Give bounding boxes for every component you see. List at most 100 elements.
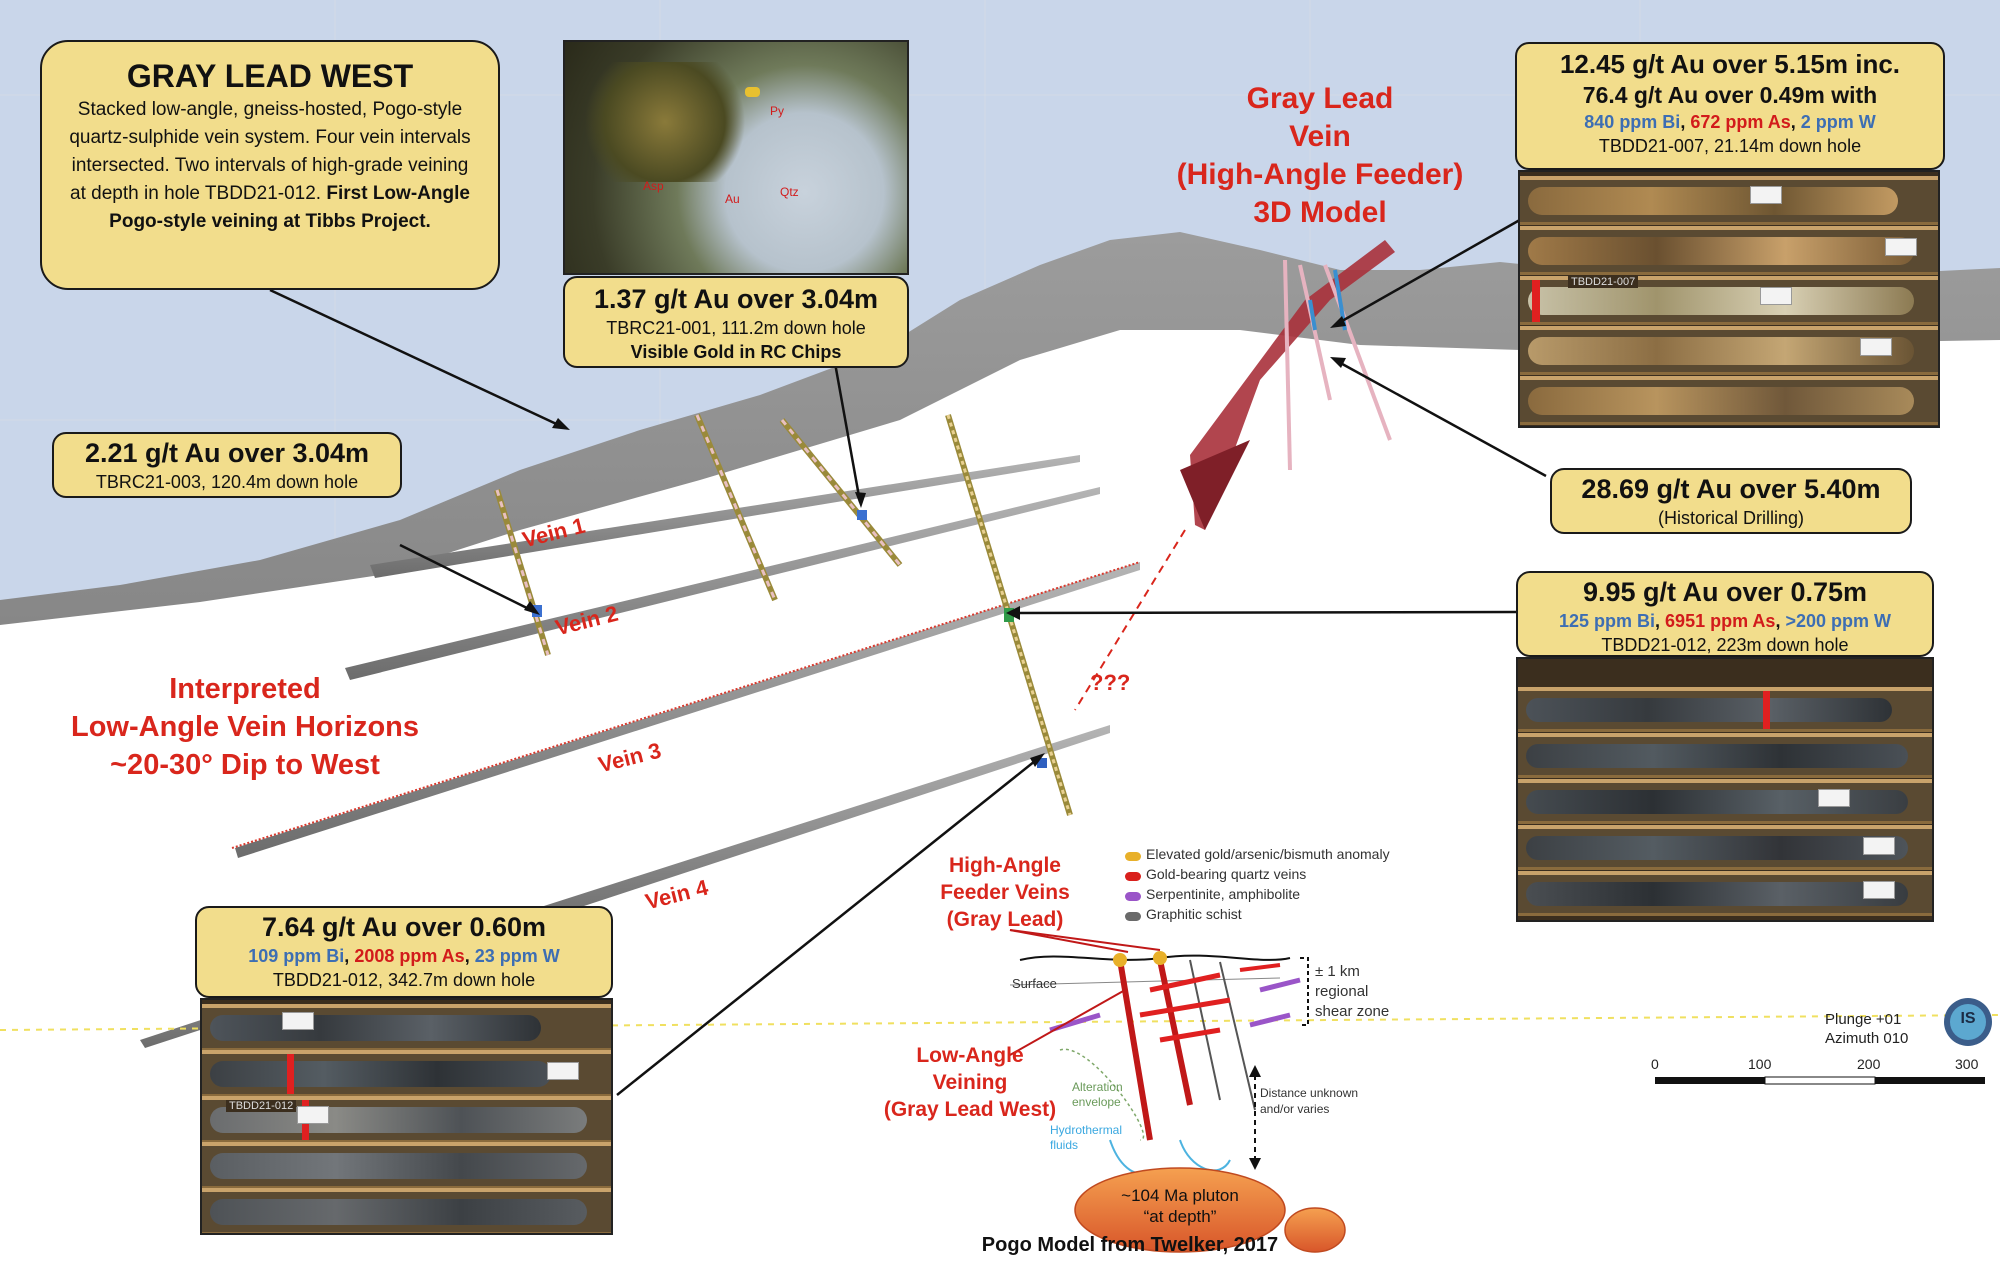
high-angle-feeder-label: High-Angle Feeder Veins (Gray Lead)	[910, 852, 1100, 933]
high-angle-line3: (Gray Lead)	[946, 908, 1064, 931]
callout-tbdd21-012-223m-as: 6951 ppm As	[1665, 611, 1776, 631]
core-photo-tbdd21-012-lower: TBDD21-012	[200, 998, 613, 1235]
shear-zone-line2: regional	[1315, 983, 1369, 1000]
shear-zone-line3: shear zone	[1315, 1003, 1390, 1020]
callout-tbdd21-007-as: 672 ppm As	[1690, 112, 1791, 132]
scale-tick-100: 100	[1748, 1056, 1772, 1072]
low-angle-line2: Veining	[932, 1071, 1008, 1094]
callout-tbdd21-007-head1: 12.45 g/t Au over 5.15m inc.	[1559, 49, 1901, 79]
callout-tbdd21-012-342m-as: 2008 ppm As	[354, 946, 465, 966]
distance-line2: and/or varies	[1260, 1102, 1330, 1116]
pogo-model-graphic	[1009, 929, 1346, 1253]
callout-tbdd21-007-w: 2 ppm W	[1800, 112, 1876, 132]
section-body	[0, 330, 2000, 1090]
alteration-line1: Alteration	[1072, 1080, 1123, 1094]
hydrothermal-line2: fluids	[1050, 1138, 1079, 1152]
callout-tbrc21-003-line1: TBRC21-003, 120.4m down hole	[95, 472, 359, 492]
legend-graphitic-schist: Graphitic schist	[1146, 906, 1242, 922]
scale-tick-300: 300	[1955, 1056, 1979, 1072]
callout-tbdd21-012-223m-line: TBDD21-012, 223m down hole	[1601, 635, 1849, 655]
pluton-line2: “at depth”	[1143, 1207, 1217, 1226]
photo-label-qtz: Qtz	[780, 185, 799, 199]
interpreted-line2: Low-Angle Vein Horizons	[70, 711, 419, 743]
alteration-line2: envelope	[1072, 1095, 1121, 1109]
low-angle-veining-label: Low-Angle Veining (Gray Lead West)	[870, 1042, 1070, 1123]
callout-tbrc21-001: 1.37 g/t Au over 3.04m TBRC21-001, 111.2…	[563, 276, 909, 368]
leader-lines	[269, 215, 1547, 1096]
scale-logo-text: IS	[1960, 1010, 1976, 1027]
shear-zone-line1: ± 1 km	[1315, 963, 1360, 980]
hydrothermal-label: Hydrothermal fluids	[1050, 1123, 1122, 1153]
callout-tbrc21-001-head: 1.37 g/t Au over 3.04m	[593, 284, 879, 314]
callout-tbdd21-007-bi: 840 ppm Bi	[1584, 112, 1681, 132]
callout-tbdd21-012-342m: 7.64 g/t Au over 0.60m 109 ppm Bi, 2008 …	[195, 906, 613, 998]
callout-tbdd21-007: 12.45 g/t Au over 5.15m inc. 76.4 g/t Au…	[1515, 42, 1945, 170]
interpreted-line1: Interpreted	[169, 673, 321, 705]
legend-gold-veins: Gold-bearing quartz veins	[1146, 866, 1307, 882]
main-callout: GRAY LEAD WEST Stacked low-angle, gneiss…	[40, 40, 500, 290]
legend-gold-anomaly: Elevated gold/arsenic/bismuth anomaly	[1146, 846, 1390, 862]
scale-tick-200: 200	[1857, 1056, 1881, 1072]
distance-line1: Distance unknown	[1260, 1086, 1359, 1100]
low-angle-line1: Low-Angle	[916, 1044, 1024, 1067]
callout-historical-head: 28.69 g/t Au over 5.40m	[1581, 474, 1881, 504]
callout-tbdd21-012-342m-w: 23 ppm W	[474, 946, 560, 966]
feeder-vein-model	[1180, 240, 1395, 530]
legend-serpentinite: Serpentinite, amphibolite	[1146, 886, 1301, 902]
core-photo-tbdd21-007: TBDD21-007	[1518, 170, 1940, 428]
core-photo-tbdd21-012-upper	[1516, 657, 1934, 922]
distance-label: Distance unknown and/or varies	[1260, 1085, 1358, 1117]
low-angle-line3: (Gray Lead West)	[883, 1098, 1057, 1121]
hydrothermal-line1: Hydrothermal	[1050, 1123, 1123, 1137]
core-photo-tbdd21-007-label: TBDD21-007	[1568, 276, 1639, 288]
callout-tbdd21-012-223m-w: >200 ppm W	[1785, 611, 1891, 631]
pogo-model-diagram: Elevated gold/arsenic/bismuth anomaly Go…	[860, 840, 1420, 1260]
callout-tbdd21-012-342m-head: 7.64 g/t Au over 0.60m	[261, 912, 547, 942]
gray-lead-vein-line2: Vein	[1289, 120, 1351, 153]
view-orientation: Plunge +01 Azimuth 010	[1825, 1010, 1908, 1048]
high-angle-line1: High-Angle	[949, 854, 1061, 877]
interpreted-vein-horizons-label: Interpreted Low-Angle Vein Horizons ~20-…	[40, 670, 450, 784]
main-callout-body: Stacked low-angle, gneiss-hosted, Pogo-s…	[69, 99, 471, 204]
callout-tbdd21-012-223m-bi: 125 ppm Bi	[1559, 611, 1656, 631]
photo-label-asp: Asp	[643, 179, 664, 193]
azimuth-label: Azimuth 010	[1825, 1030, 1909, 1047]
callout-historical-line: (Historical Drilling)	[1657, 508, 1804, 528]
scale-bar	[1655, 1076, 1985, 1085]
feeder-projection-line	[1074, 529, 1186, 711]
drill-hole-tbrc21-001	[779, 418, 903, 567]
pluton-line1: ~104 Ma pluton	[1121, 1186, 1239, 1205]
callout-tbdd21-007-head2: 76.4 g/t Au over 0.49m with	[1582, 82, 1878, 108]
gray-lead-vein-line4: 3D Model	[1253, 196, 1387, 229]
scale-tick-0: 0	[1651, 1056, 1659, 1072]
vein-1-plane	[370, 455, 1080, 578]
high-angle-line2: Feeder Veins	[940, 881, 1070, 904]
gray-lead-vein-line1: Gray Lead	[1246, 82, 1394, 115]
alteration-label: Alteration envelope	[1072, 1080, 1123, 1110]
callout-tbrc21-001-line1: TBRC21-001, 111.2m down hole	[606, 318, 866, 338]
vein-3-plane	[235, 562, 1140, 858]
visible-gold-photo: Py Asp Au Qtz	[563, 40, 909, 275]
vein-2-plane	[345, 487, 1100, 680]
surface-label: Surface	[1012, 976, 1057, 991]
callout-tbdd21-012-223m-head: 9.95 g/t Au over 0.75m	[1582, 577, 1868, 607]
plunge-label: Plunge +01	[1825, 1011, 1902, 1028]
interpreted-line3: ~20-30° Dip to West	[110, 749, 380, 781]
pogo-model-caption: Pogo Model from Twelker, 2017	[981, 1234, 1279, 1256]
callout-tbdd21-012-223m: 9.95 g/t Au over 0.75m 125 ppm Bi, 6951 …	[1516, 571, 1934, 657]
callout-tbdd21-007-line: TBDD21-007, 21.14m down hole	[1598, 136, 1862, 156]
callout-historical-drilling: 28.69 g/t Au over 5.40m (Historical Dril…	[1550, 468, 1912, 534]
drill-holes	[494, 413, 1073, 816]
gray-lead-vein-line3: (High-Angle Feeder)	[1176, 158, 1464, 191]
main-callout-title: GRAY LEAD WEST	[126, 58, 414, 94]
callout-tbdd21-012-342m-line: TBDD21-012, 342.7m down hole	[272, 970, 536, 990]
callout-tbrc21-003-head: 2.21 g/t Au over 3.04m	[84, 438, 370, 468]
reference-horizon	[0, 1014, 2000, 1031]
shear-zone-label: ± 1 km regional shear zone	[1315, 962, 1389, 1022]
leader-arrowheads	[524, 316, 1346, 767]
unknown-connection-label: ???	[1090, 670, 1131, 695]
photo-label-au: Au	[725, 192, 740, 206]
photo-label-py: Py	[770, 104, 785, 118]
callout-tbrc21-003: 2.21 g/t Au over 3.04m TBRC21-003, 120.4…	[52, 432, 402, 498]
callout-tbdd21-012-342m-bi: 109 ppm Bi	[248, 946, 345, 966]
